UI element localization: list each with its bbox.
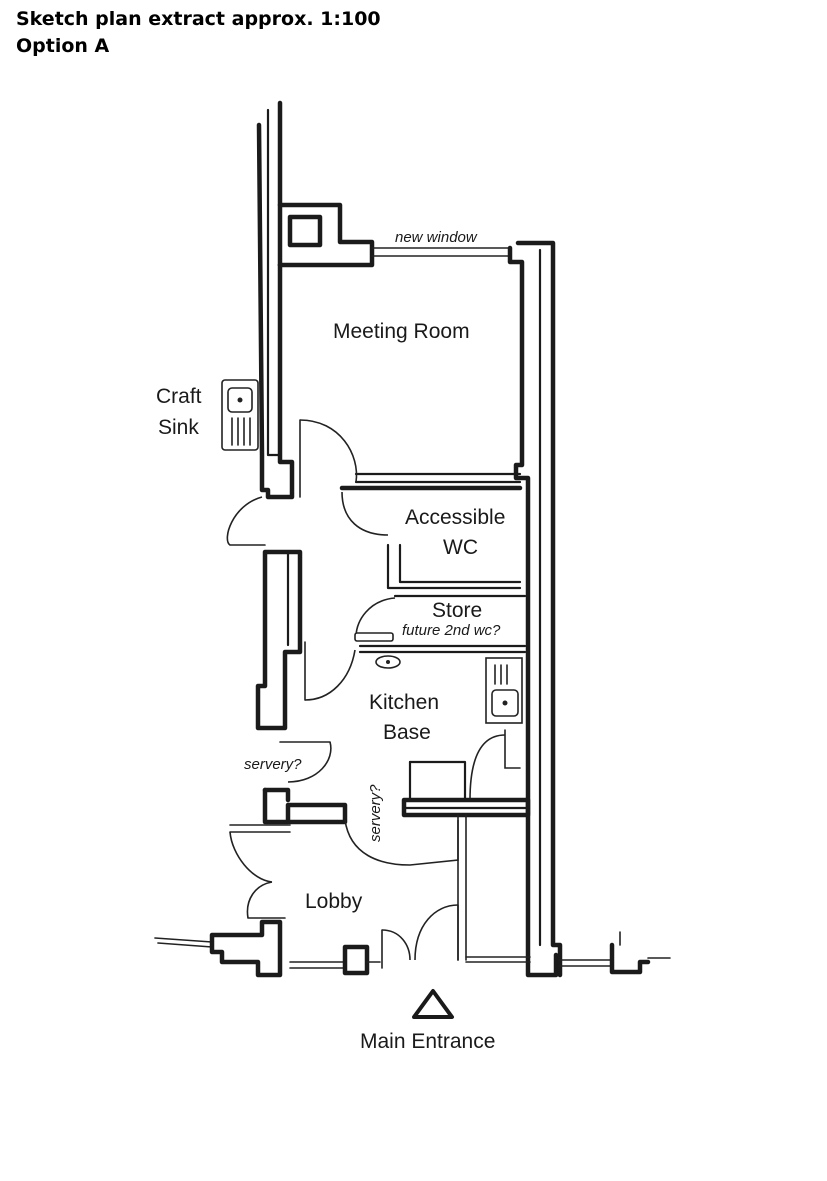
kitchen-internal-walls: [408, 729, 521, 802]
wc-door-swing: [341, 491, 389, 536]
servery-swing: [287, 741, 332, 783]
servery-vertical: [344, 819, 459, 866]
right-outer-wall: [507, 240, 563, 978]
lobby-bottom-left-wall: [154, 919, 381, 978]
chimney-column: [277, 202, 375, 268]
kitchen-label-1: Kitchen: [369, 691, 439, 714]
accessible-wc-walls: [339, 485, 523, 590]
kitchen-corridor: [304, 641, 356, 701]
accessible-wc-label-2: WC: [443, 536, 478, 559]
meeting-room-bottom-wall: [354, 472, 522, 484]
lobby-left-door-swing-2: [246, 881, 273, 919]
new-window: [371, 247, 511, 257]
kitchen-sink: [485, 657, 523, 724]
drawing-option: Option A: [16, 35, 110, 57]
lobby-bottom-right-wall: [465, 931, 671, 975]
new-window-label: new window: [395, 229, 478, 246]
left-wall-upper: [256, 100, 295, 500]
side-door-swing: [226, 496, 263, 546]
lobby-left-door-swing: [229, 831, 273, 883]
craft-sink-label-1: Craft: [156, 385, 202, 408]
main-entrance-label: Main Entrance: [360, 1030, 495, 1053]
store-shelf: [354, 632, 394, 642]
servery-left: [262, 741, 348, 825]
store-walls: [354, 594, 527, 654]
servery-left-label: servery?: [244, 756, 302, 773]
store-label: Store: [432, 599, 482, 622]
triangle-icon: [412, 989, 454, 1019]
kitchen-hob: [375, 655, 401, 669]
kitchen-lobby-wall: [401, 797, 531, 818]
drawing-title: Sketch plan extract approx. 1:100: [16, 8, 381, 30]
craft-sink: [221, 379, 259, 451]
accessible-wc-label-1: Accessible: [405, 506, 505, 529]
meeting-room-door-swing: [299, 419, 358, 483]
left-wall-middle: [226, 496, 303, 731]
kitchen-label-2: Base: [383, 721, 431, 744]
kitchen-door-swing: [304, 649, 356, 701]
main-entrance-doors: [381, 904, 459, 969]
craft-sink-label-2: Sink: [158, 416, 199, 439]
lobby-label: Lobby: [305, 890, 363, 913]
store-note-label: future 2nd wc?: [402, 622, 501, 639]
drawing-header: Sketch plan extract approx. 1:100 Option…: [16, 6, 381, 60]
servery-vertical-label: servery?: [367, 784, 384, 842]
lobby-walls: [229, 814, 467, 961]
meeting-room-label: Meeting Room: [333, 320, 470, 343]
